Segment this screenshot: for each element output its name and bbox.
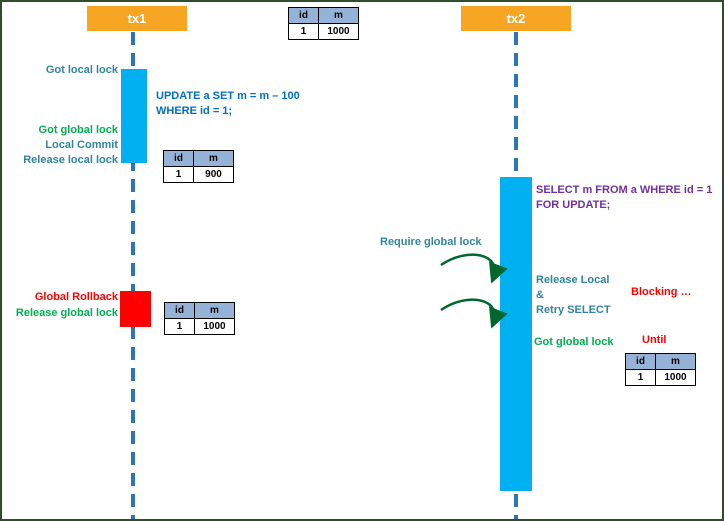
tx2-got-global-lock-label: Got global lock: [534, 336, 614, 348]
after-rollback-table-cell-m: 1000: [194, 318, 235, 335]
tx2-read-table-header-id: id: [625, 353, 656, 370]
tx2-activation-bar: [500, 177, 532, 491]
after-update-table-header-m: m: [193, 150, 234, 167]
initial-table-header-m: m: [318, 7, 359, 24]
initial-table: id m 1 1000: [288, 7, 359, 40]
local-commit-label: Local Commit: [45, 139, 118, 151]
ampersand-line: &: [536, 289, 544, 301]
release-local-line: Release Local: [536, 274, 610, 286]
after-update-table-cell-m: 900: [193, 166, 234, 183]
update-sql-line1: UPDATE a SET m = m – 100: [156, 90, 300, 102]
after-update-table-cell-id: 1: [163, 166, 194, 183]
select-sql: SELECT m FROM a WHERE id = 1 FOR UPDATE;: [536, 183, 712, 213]
retry-arrow-1: [440, 253, 508, 284]
update-sql: UPDATE a SET m = m – 100 WHERE id = 1;: [156, 89, 300, 119]
until-label: Until: [642, 334, 667, 346]
release-local-retry-label: Release Local & Retry SELECT: [536, 273, 611, 318]
tx2-read-table-cell-id: 1: [625, 369, 656, 386]
retry-arrows: [440, 253, 508, 329]
after-rollback-table-header-m: m: [194, 302, 235, 319]
release-local-lock-label: Release local lock: [23, 154, 118, 166]
tx2-read-table-cell-m: 1000: [655, 369, 696, 386]
tx1-rollback-bar: [120, 291, 151, 327]
tx2-title: tx2: [506, 11, 526, 26]
after-rollback-table-header-id: id: [164, 302, 195, 319]
retry-arrow-2: [440, 298, 508, 329]
after-rollback-table-cell-id: 1: [164, 318, 195, 335]
select-sql-line2: FOR UPDATE;: [536, 199, 611, 211]
blocking-label: Blocking …: [631, 286, 692, 298]
update-sql-line2: WHERE id = 1;: [156, 105, 233, 117]
tx1-activation-bar: [121, 69, 147, 163]
tx1-header: tx1: [87, 6, 187, 31]
tx1-got-global-lock-label: Got global lock: [38, 124, 118, 136]
after-update-table-header-id: id: [163, 150, 194, 167]
require-global-lock-label: Require global lock: [380, 236, 482, 248]
initial-table-cell-m: 1000: [318, 23, 359, 40]
tx2-read-table-header-m: m: [655, 353, 696, 370]
retry-select-line: Retry SELECT: [536, 304, 611, 316]
tx1-lifeline: [131, 32, 135, 519]
initial-table-cell-id: 1: [288, 23, 319, 40]
got-local-lock-label: Got local lock: [45, 64, 118, 76]
after-update-table: id m 1 900: [163, 150, 234, 183]
tx1-title: tx1: [127, 11, 147, 26]
after-rollback-table: id m 1 1000: [164, 302, 235, 335]
tx2-header: tx2: [461, 6, 571, 31]
initial-table-header-id: id: [288, 7, 319, 24]
tx2-read-table: id m 1 1000: [625, 353, 696, 386]
global-rollback-label: Global Rollback: [34, 291, 118, 303]
select-sql-line1: SELECT m FROM a WHERE id = 1: [536, 184, 713, 196]
release-global-lock-label: Release global lock: [15, 307, 118, 319]
